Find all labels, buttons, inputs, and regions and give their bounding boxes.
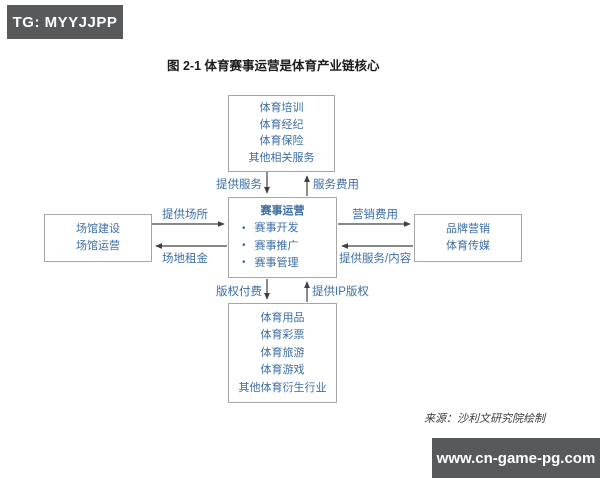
figure-title: 图 2-1 体育赛事运营是体育产业链核心 xyxy=(167,59,380,73)
node-event-operation: 赛事运营 赛事开发 赛事推广 赛事管理 xyxy=(228,197,337,278)
node-item: 体育旅游 xyxy=(260,346,305,359)
bullet-icon xyxy=(242,258,246,268)
node-item: 体育游戏 xyxy=(260,364,305,376)
watermark-badge-bottom-right: www.cn-game-pg.com xyxy=(432,438,600,478)
node-item: 品牌营销 xyxy=(446,222,490,235)
node-related-services: 体育培训 体育经纪 体育保险 其他相关服务 xyxy=(228,95,335,172)
node-item: 场馆运营 xyxy=(76,240,120,253)
node-item: 体育保险 xyxy=(259,135,304,148)
edge-label-provide-service-content: 提供服务/内容 xyxy=(339,253,412,265)
node-venues: 场馆建设 场馆运营 xyxy=(44,214,152,262)
edge-label-provide-service: 提供服务 xyxy=(216,179,262,191)
node-item: 体育经纪 xyxy=(259,118,304,131)
node-item: 其他相关服务 xyxy=(248,151,315,164)
node-media: 品牌营销 体育传媒 xyxy=(414,214,522,262)
node-item: 其他体育衍生行业 xyxy=(238,381,327,394)
source-note: 来源：沙利文研究院绘制 xyxy=(424,413,545,425)
node-item: 体育用品 xyxy=(260,311,305,324)
node-item: 体育培训 xyxy=(259,102,304,115)
edge-label-provide-ip: 提供IP版权 xyxy=(312,286,369,298)
bullet-item: 赛事开发 xyxy=(229,223,336,234)
bullet-item: 赛事管理 xyxy=(229,256,336,269)
edge-label-provide-venue: 提供场所 xyxy=(162,209,208,221)
bullet-icon xyxy=(242,224,246,234)
edge-label-marketing-fee: 营销费用 xyxy=(352,209,398,221)
edge-label-copyright-fee: 版权付费 xyxy=(216,286,262,298)
edge-label-venue-rent: 场地租金 xyxy=(162,253,208,265)
bullet-item: 赛事推广 xyxy=(229,239,336,252)
bullet-label: 赛事开发 xyxy=(254,222,299,235)
watermark-badge-top-left: TG: MYYJJPP xyxy=(7,5,123,39)
bullet-label: 赛事推广 xyxy=(254,239,299,252)
node-derivative-industries: 体育用品 体育彩票 体育旅游 体育游戏 其他体育衍生行业 xyxy=(228,303,337,403)
bullet-label: 赛事管理 xyxy=(254,256,299,269)
node-item: 场馆建设 xyxy=(76,222,120,235)
node-item: 体育传媒 xyxy=(446,240,490,253)
node-title: 赛事运营 xyxy=(260,205,305,218)
watermark-text: TG: MYYJJPP xyxy=(12,13,118,31)
edge-label-service-fee: 服务费用 xyxy=(313,179,359,191)
watermark-text: www.cn-game-pg.com xyxy=(436,449,596,467)
node-item: 体育彩票 xyxy=(260,329,305,341)
bullet-icon xyxy=(242,241,246,251)
